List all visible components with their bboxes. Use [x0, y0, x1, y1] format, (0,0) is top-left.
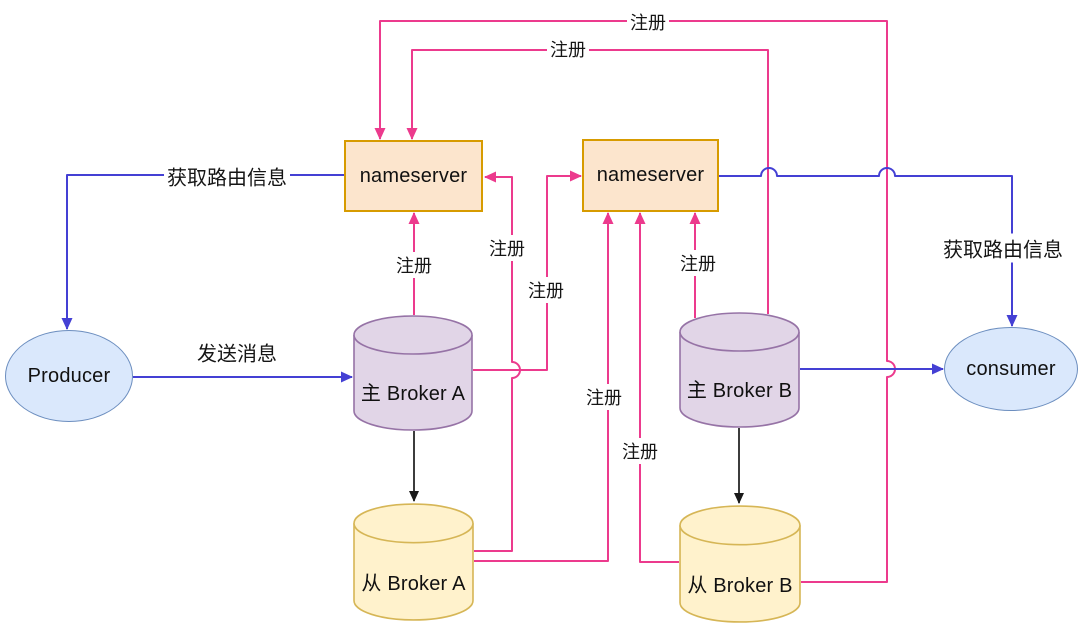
edge-slave-broker-a-to-nameserver-right — [474, 212, 614, 562]
producer-label: Producer — [27, 364, 111, 387]
node-slave-broker-a: 从 Broker A — [353, 503, 474, 621]
slave-broker-b-label: 从 Broker B — [687, 575, 793, 597]
edge-label-register-masterB-ns2: 注册 — [677, 250, 719, 276]
edge-label-get-route-info-right: 获取路由信息 — [940, 233, 1066, 263]
edge-label-register-top1: 注册 — [627, 9, 669, 35]
edge-label-register-masterA-ns2: 注册 — [525, 277, 567, 303]
edge-slave-broker-b-to-nameserver-left — [374, 20, 896, 583]
edge-label-register-slaveA-ns1: 注册 — [486, 235, 528, 261]
node-producer: Producer — [5, 330, 133, 422]
cylinder-shape — [353, 503, 474, 621]
edge-label-register-top2: 注册 — [547, 36, 589, 62]
slave-broker-a-label: 从 Broker A — [361, 573, 466, 595]
edge-label-register-slaveA-ns2: 注册 — [583, 384, 625, 410]
master-broker-b-label: 主 Broker B — [686, 380, 793, 402]
nameserver-left-label: nameserver — [359, 164, 468, 187]
cylinder-shape — [679, 312, 800, 428]
cylinder-shape — [353, 315, 473, 431]
nameserver-right-label: nameserver — [596, 164, 705, 186]
edge-master-broker-b-to-nameserver-left — [406, 49, 769, 314]
edge-label-get-route-info-left: 获取路由信息 — [164, 161, 290, 191]
consumer-label: consumer — [966, 357, 1056, 380]
node-master-broker-b: 主 Broker B — [679, 312, 800, 428]
edge-label-send-message: 发送消息 — [194, 337, 280, 367]
edge-nameserver-right-to-consumer — [719, 167, 1018, 327]
edge-label-register-slaveB-ns2: 注册 — [619, 438, 661, 464]
edge-slave-broker-b-to-nameserver-right — [634, 212, 679, 563]
node-nameserver-right: nameserver — [582, 139, 719, 212]
node-consumer: consumer — [944, 327, 1078, 411]
cylinder-shape — [679, 505, 801, 623]
node-master-broker-a: 主 Broker A — [353, 315, 473, 431]
master-broker-a-label: 主 Broker A — [360, 383, 466, 405]
node-nameserver-left: nameserver — [344, 140, 483, 212]
edge-nameserver-left-to-producer — [61, 174, 344, 330]
edge-slave-broker-a-to-nameserver-left — [474, 171, 521, 552]
edge-master-broker-a-to-nameserver-right — [473, 170, 582, 371]
edge-label-register-masterA-ns1: 注册 — [393, 252, 435, 278]
node-slave-broker-b: 从 Broker B — [679, 505, 801, 623]
